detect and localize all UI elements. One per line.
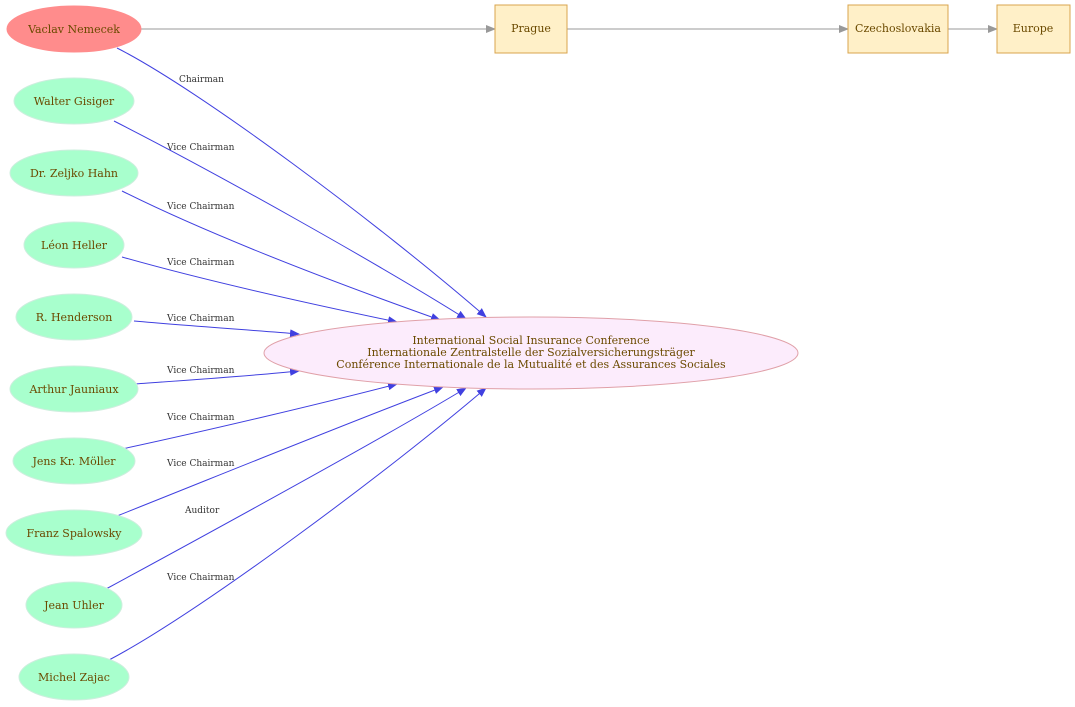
node-label-hahn: Dr. Zeljko Hahn bbox=[30, 167, 118, 180]
edge-henderson-org bbox=[133, 320, 300, 338]
edge-label-nemecek: Chairman bbox=[179, 75, 224, 85]
node-hahn[interactable]: Dr. Zeljko Hahn bbox=[9, 149, 139, 197]
role-edges bbox=[105, 47, 487, 661]
node-label-czechoslovakia: Czechoslovakia bbox=[855, 22, 941, 35]
node-label-europe: Europe bbox=[1013, 22, 1054, 35]
edge-heller-org bbox=[121, 256, 398, 325]
edge-nemecek-org bbox=[116, 47, 487, 318]
node-czechoslovakia[interactable]: Czechoslovakia bbox=[847, 4, 949, 54]
node-organization[interactable]: International Social Insurance Conferenc… bbox=[263, 316, 799, 390]
edge-uhler-org bbox=[105, 387, 467, 590]
edge-jauniaux-org bbox=[133, 367, 300, 385]
node-label-heller: Léon Heller bbox=[41, 239, 108, 252]
edge-hahn-org bbox=[121, 190, 441, 321]
node-moller[interactable]: Jens Kr. Möller bbox=[12, 437, 136, 485]
edge-gisiger-org bbox=[113, 120, 467, 320]
node-label-prague: Prague bbox=[511, 22, 551, 35]
edge-spalowsky-org bbox=[116, 386, 444, 517]
edge-labels: Chairman Vice Chairman Vice Chairman Vic… bbox=[166, 75, 235, 583]
node-label-gisiger: Walter Gisiger bbox=[34, 95, 115, 108]
edge-label-zajac: Vice Chairman bbox=[166, 573, 235, 583]
edge-moller-org bbox=[121, 382, 398, 450]
edge-label-jauniaux: Vice Chairman bbox=[166, 366, 235, 376]
edge-label-moller: Vice Chairman bbox=[166, 413, 235, 423]
org-name-french: Conférence Internationale de la Mutualit… bbox=[336, 358, 726, 371]
node-label-uhler: Jean Uhler bbox=[43, 599, 104, 612]
edge-label-henderson: Vice Chairman bbox=[166, 314, 235, 324]
org-name-german: Internationale Zentralstelle der Sozialv… bbox=[367, 346, 695, 359]
edge-label-gisiger: Vice Chairman bbox=[166, 143, 235, 153]
node-zajac[interactable]: Michel Zajac bbox=[18, 653, 130, 701]
node-heller[interactable]: Léon Heller bbox=[23, 221, 125, 269]
node-prague[interactable]: Prague bbox=[494, 4, 568, 54]
node-label-henderson: R. Henderson bbox=[36, 311, 113, 324]
node-label-moller: Jens Kr. Möller bbox=[31, 455, 116, 468]
node-uhler[interactable]: Jean Uhler bbox=[25, 581, 123, 629]
node-gisiger[interactable]: Walter Gisiger bbox=[13, 77, 135, 125]
org-name-english: International Social Insurance Conferenc… bbox=[412, 334, 649, 347]
node-label-zajac: Michel Zajac bbox=[38, 671, 110, 684]
node-spalowsky[interactable]: Franz Spalowsky bbox=[5, 509, 143, 557]
node-jauniaux[interactable]: Arthur Jauniaux bbox=[9, 365, 139, 413]
node-label-nemecek: Vaclav Nemecek bbox=[27, 23, 120, 36]
edge-label-hahn: Vice Chairman bbox=[166, 202, 235, 212]
node-label-spalowsky: Franz Spalowsky bbox=[26, 527, 122, 540]
node-label-jauniaux: Arthur Jauniaux bbox=[28, 383, 119, 396]
edge-label-spalowsky: Vice Chairman bbox=[166, 459, 235, 469]
edge-label-uhler: Auditor bbox=[184, 506, 220, 516]
edge-zajac-org bbox=[108, 387, 487, 661]
edge-label-heller: Vice Chairman bbox=[166, 258, 235, 268]
node-nemecek[interactable]: Vaclav Nemecek bbox=[6, 5, 142, 53]
node-henderson[interactable]: R. Henderson bbox=[15, 293, 133, 341]
node-europe[interactable]: Europe bbox=[996, 4, 1071, 54]
